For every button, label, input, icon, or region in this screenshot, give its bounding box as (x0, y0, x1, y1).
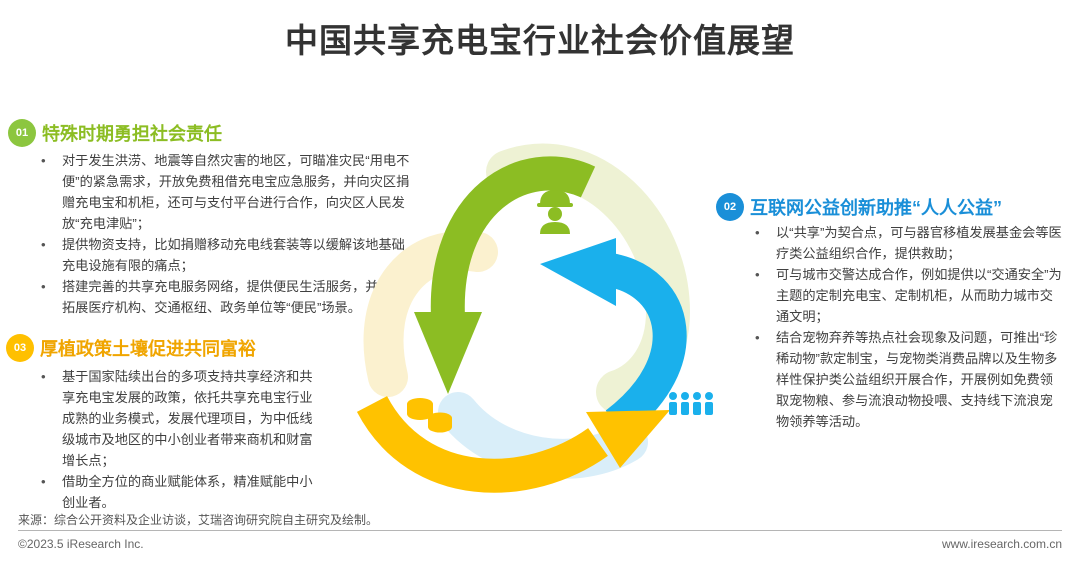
section2-title: 互联网公益创新助推“人人公益” (750, 198, 1002, 218)
section2-bullet-1: 以“共享”为契合点，可与器官移植发展基金会等医疗类公益组织合作，提供救助； (752, 222, 1064, 264)
yellow-arrowhead (586, 410, 670, 468)
section2-number-badge: 02 (716, 193, 744, 221)
blue-arrow-body (605, 253, 687, 438)
people-icon (669, 392, 713, 415)
section3-bullet-1: 基于国家陆续出台的多项支持共享经济和共享充电宝发展的政策，依托共享充电宝行业成熟… (38, 366, 324, 471)
blue-arrowhead (540, 238, 616, 306)
coins-icon (407, 398, 452, 433)
section1-number-badge: 01 (8, 119, 36, 147)
section3-title: 厚植政策土壤促进共同富裕 (40, 339, 256, 359)
green-arrowhead (414, 312, 482, 394)
section1-bullet-3: 搭建完善的共享充电服务网络，提供便民生活服务，并持续拓展医疗机构、交通枢纽、政务… (38, 276, 416, 318)
section2-bullets: 以“共享”为契合点，可与器官移植发展基金会等医疗类公益组织合作，提供救助； 可与… (752, 222, 1064, 432)
worker-icon (537, 190, 573, 234)
section3-bullets: 基于国家陆续出台的多项支持共享经济和共享充电宝发展的政策，依托共享充电宝行业成熟… (38, 366, 324, 513)
yellow-arrow-body (356, 395, 608, 493)
section2-bullet-2: 可与城市交警达成合作，例如提供以“交通安全”为主题的定制充电宝、定制机柜，从而助… (752, 264, 1064, 327)
section2-header: 02 互联网公益创新助推“人人公益” (716, 193, 1002, 221)
cycle-arrows-graphic (356, 143, 713, 493)
copyright-text: ©2023.5 iResearch Inc. (18, 537, 144, 551)
section3-number-badge: 03 (6, 334, 34, 362)
section2-bullet-3: 结合宠物弃养等热点社会现象及问题，可推出“珍稀动物”款定制宝，与宠物类消费品牌以… (752, 327, 1064, 432)
footer-divider (18, 530, 1062, 531)
section1-header: 01 特殊时期勇担社会责任 (8, 119, 222, 147)
page-title: 中国共享充电宝行业社会价值展望 (285, 22, 795, 59)
section1-title: 特殊时期勇担社会责任 (42, 124, 222, 144)
source-note: 来源：综合公开资料及企业访谈，艾瑞咨询研究院自主研究及绘制。 (18, 513, 379, 527)
section3-bullet-2: 借助全方位的商业赋能体系，精准赋能中小创业者。 (38, 471, 324, 513)
section1-bullets: 对于发生洪涝、地震等自然灾害的地区，可瞄准灾民“用电不便”的紧急需求，开放免费租… (38, 150, 416, 318)
section1-bullet-1: 对于发生洪涝、地震等自然灾害的地区，可瞄准灾民“用电不便”的紧急需求，开放免费租… (38, 150, 416, 234)
green-arrow-body (430, 156, 596, 318)
section1-bullet-2: 提供物资支持，比如捐赠移动充电线套装等以缓解该地基础充电设施有限的痛点； (38, 234, 416, 276)
section3-header: 03 厚植政策土壤促进共同富裕 (6, 334, 256, 362)
website-link[interactable]: www.iresearch.com.cn (941, 537, 1062, 551)
